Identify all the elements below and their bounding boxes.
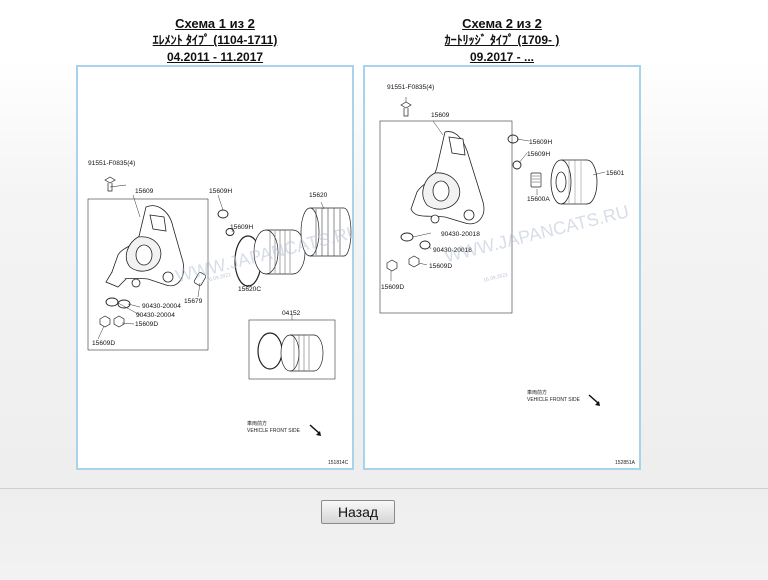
part-label-plug2[interactable]: 15609D — [92, 340, 115, 347]
filter-cap-icon — [300, 207, 352, 257]
part-label-plug1[interactable]: 15609D — [135, 321, 158, 328]
part-label-gasket2[interactable]: 90430-20004 — [136, 312, 175, 319]
cartridge-filter-icon — [550, 159, 598, 205]
drain-plug-icons — [386, 255, 420, 272]
part-label-element[interactable]: 04152 — [282, 310, 301, 317]
scheme-2-diagram[interactable]: 91551-F0835(4) 15609 15609H 15609H 15601… — [363, 65, 641, 470]
part-label-oring-mid[interactable]: 15609H — [527, 151, 550, 158]
gasket-icons — [105, 297, 131, 309]
scheme-1-type[interactable]: ｴﾚﾒﾝﾄ ﾀｲﾌﾟ (1104-1711) — [152, 33, 278, 47]
part-label-plug2[interactable]: 15609D — [381, 284, 404, 291]
part-label-ring[interactable]: 15620C — [238, 286, 261, 293]
small-o-rings — [217, 209, 235, 236]
part-label-plug1[interactable]: 15609D — [429, 263, 452, 270]
part-label-bolt[interactable]: 91551-F0835(4) — [387, 84, 434, 91]
part-label-bolt[interactable]: 91551-F0835(4) — [88, 160, 135, 167]
scheme-2-header: Схема 2 из 2 ｶｰﾄﾘｯｼﾞ ﾀｲﾌﾟ (1709- ) 09.20… — [362, 0, 642, 66]
oil-filter-housing-drawing — [105, 205, 185, 288]
part-label-pin[interactable]: 15679 — [184, 298, 203, 305]
scheme-1-diagram[interactable]: 91551-F0835(4) 15609 15609H 15620 15609H… — [76, 65, 354, 470]
part-label-oring-mid[interactable]: 15609H — [230, 224, 253, 231]
small-o-rings — [507, 134, 522, 170]
bolt-icon — [104, 176, 127, 192]
part-label-housing[interactable]: 15609 — [431, 112, 450, 119]
scheme-2-dates[interactable]: 09.2017 - ... — [469, 50, 535, 64]
part-label-cap[interactable]: 15620 — [309, 192, 328, 199]
bolt-icon — [400, 97, 412, 117]
scheme-1: Схема 1 из 2 ｴﾚﾒﾝﾄ ﾀｲﾌﾟ (1104-1711) 04.2… — [75, 0, 355, 66]
watermark-date: 16.09.2021 — [206, 272, 232, 284]
part-label-gasket1[interactable]: 90430-20018 — [441, 231, 480, 238]
part-label-oring-top[interactable]: 15609H — [529, 139, 552, 146]
housing-assembly-box — [87, 198, 209, 351]
leader-lines — [97, 194, 325, 340]
scheme-2: Схема 2 из 2 ｶｰﾄﾘｯｼﾞ ﾀｲﾌﾟ (1709- ) 09.20… — [362, 0, 642, 66]
illustration-code: 152851A — [615, 460, 636, 466]
oil-filter-housing-drawing — [410, 131, 485, 225]
part-label-gasket1[interactable]: 90430-20004 — [142, 303, 181, 310]
scheme-1-dates[interactable]: 04.2011 - 11.2017 — [166, 50, 264, 64]
part-label-gasket2[interactable]: 90430-20018 — [433, 247, 472, 254]
filter-element-icon — [253, 229, 306, 275]
watermark-date: 16.09.2021 — [483, 272, 509, 284]
direction-en: VEHICLE FRONT SIDE — [527, 397, 581, 403]
direction-arrow-icon — [309, 424, 321, 436]
drain-plug-icons — [99, 315, 125, 328]
illustration-code: 151814C — [328, 460, 349, 466]
leader-lines — [390, 120, 606, 281]
part-label-housing[interactable]: 15609 — [135, 188, 154, 195]
scheme-1-title[interactable]: Схема 1 из 2 — [175, 16, 255, 31]
direction-en: VEHICLE FRONT SIDE — [247, 428, 301, 434]
scheme-1-header: Схема 1 из 2 ｴﾚﾒﾝﾄ ﾀｲﾌﾟ (1104-1711) 04.2… — [75, 0, 355, 66]
gasket-icons — [400, 232, 431, 250]
part-label-filter[interactable]: 15601 — [606, 170, 625, 177]
union-15600a-icon — [530, 172, 542, 188]
part-label-union[interactable]: 15600A — [527, 196, 550, 203]
element-04152-icon — [280, 334, 324, 372]
part-label-oring-top[interactable]: 15609H — [209, 188, 232, 195]
footer-divider — [0, 488, 768, 489]
direction-jp: 車両前方 — [247, 420, 267, 427]
pin-icon — [193, 272, 207, 286]
direction-jp: 車両前方 — [527, 389, 547, 396]
direction-arrow-icon — [588, 394, 600, 406]
housing-assembly-box — [379, 120, 513, 314]
element-ring-icon — [257, 332, 283, 370]
scheme-2-title[interactable]: Схема 2 из 2 — [462, 16, 542, 31]
scheme-2-type[interactable]: ｶｰﾄﾘｯｼﾞ ﾀｲﾌﾟ (1709- ) — [444, 33, 560, 47]
back-button[interactable]: Назад — [321, 500, 395, 524]
